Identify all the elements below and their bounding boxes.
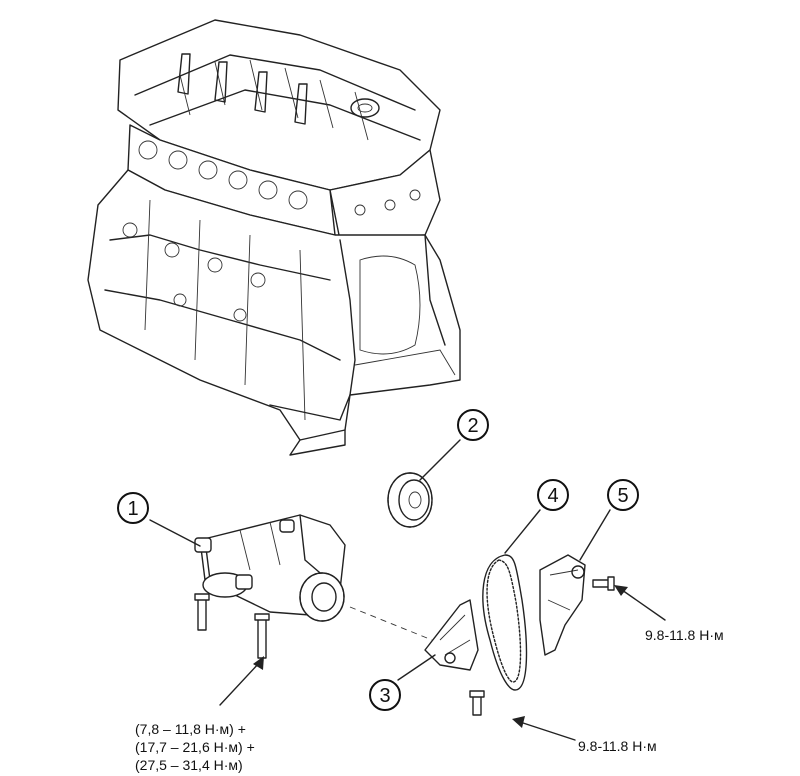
chain-guide-bolt [469,690,485,716]
callout-4: 4 [537,479,569,511]
tensioner-bolt [592,576,615,591]
oil-pump-assembly [194,514,346,622]
callout-2: 2 [457,409,489,441]
svg-text:1: 1 [127,498,138,520]
svg-text:4: 4 [547,485,558,507]
callout-1: 1 [117,492,149,524]
torque-label-oil-pump-2: (17,7 – 21,6 Н·м) + [135,739,255,755]
alignment-line [349,606,433,641]
leader-lines [149,439,611,681]
oil-pump-bolt-long [254,613,270,659]
svg-text:5: 5 [617,485,628,507]
crank-sprocket [387,472,433,528]
timing-chain [482,554,528,691]
tensioner-arm [539,554,586,656]
torque-label-guide: 9.8-11.8 Н·м [578,738,657,754]
callout-3: 3 [369,679,401,711]
chain-guide [424,599,479,671]
svg-text:3: 3 [379,685,390,707]
callout-5: 5 [607,479,639,511]
svg-text:2: 2 [467,415,478,437]
torque-label-oil-pump-1: (7,8 – 11,8 Н·м) + [135,721,246,737]
torque-label-tensioner: 9.8-11.8 Н·м [645,627,724,643]
torque-label-oil-pump-3: (27,5 – 31,4 Н·м) [135,757,243,773]
oil-pump-bolt-short [194,593,210,631]
torque-arrows [219,585,666,741]
engine-block [87,19,461,456]
